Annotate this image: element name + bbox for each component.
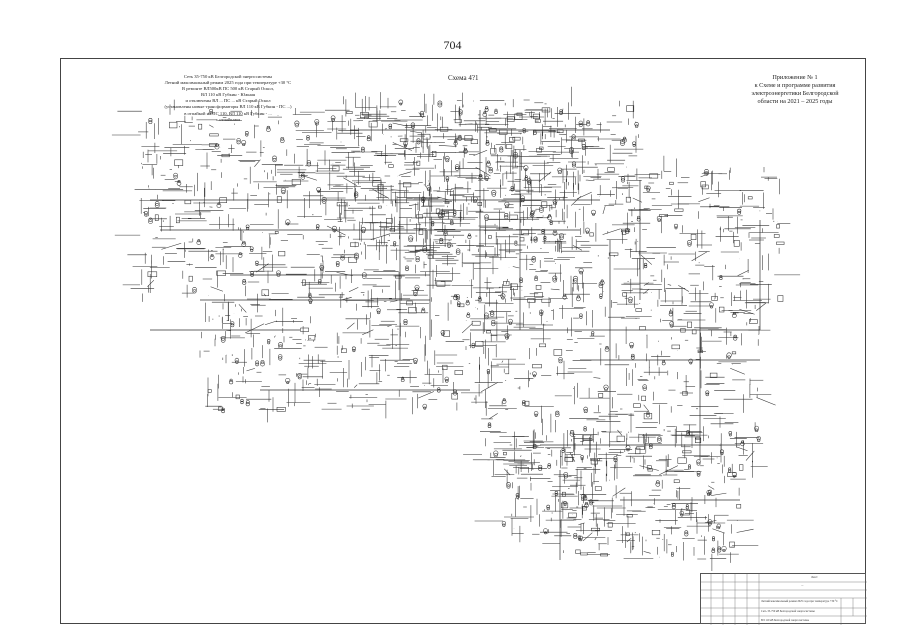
- stamp-line-1: Летний максимальный режим 2025 года при …: [761, 600, 839, 603]
- appendix-line: области на 2021 – 2025 годы: [757, 98, 833, 105]
- title-block-grid: [701, 574, 867, 625]
- stamp-line-3: ВЛ 110 кВ Белгородской энергосистемы: [761, 619, 809, 622]
- description-line: с отпайками: [216, 116, 240, 122]
- description-line: и отключены ВЛ ... ПС ... кВ Старый Оско…: [185, 98, 271, 104]
- description-line: ВЛ 110 кВ Губкин - Южная: [200, 92, 256, 98]
- description-line: Сеть 35-750 кВ Белгородской энергосистем…: [183, 74, 273, 79]
- appendix-line: электроэнергетики Белгородской: [751, 90, 839, 97]
- stamp-title: Лист: [811, 575, 818, 579]
- drawing-sheet-frame: [60, 58, 866, 624]
- scheme-title: Схема 4?1: [448, 74, 479, 82]
- description-line: Летний максимальный режим 2025 года при …: [164, 80, 292, 86]
- title-block-stamp: Лист ... Летний максимальный режим 2025 …: [700, 573, 867, 625]
- appendix-line: к Схеме и программе развития: [754, 82, 836, 89]
- page-number: 704: [443, 38, 462, 52]
- scheme-description: Сеть 35-750 кВ Белгородской энергосистем…: [118, 74, 338, 123]
- description-line: В ремонте ВЛ500кВ ПС 500 кВ Старый Оскол…: [182, 86, 274, 92]
- description-line: (установлены новые трансформаторы ВЛ 110…: [164, 104, 292, 110]
- stamp-sheet-label: ...: [801, 583, 804, 587]
- description-line: в отпайкой на ПС 110, ВЛ 110 кВ Губкин -…: [184, 110, 272, 116]
- appendix-line: Приложение № 1: [772, 74, 818, 81]
- stamp-line-2: Сеть 35-750 кВ Белгородской энергосистем…: [761, 610, 815, 613]
- appendix-note: Приложение № 1 к Схеме и программе разви…: [735, 74, 855, 106]
- network-lines: [111, 86, 801, 571]
